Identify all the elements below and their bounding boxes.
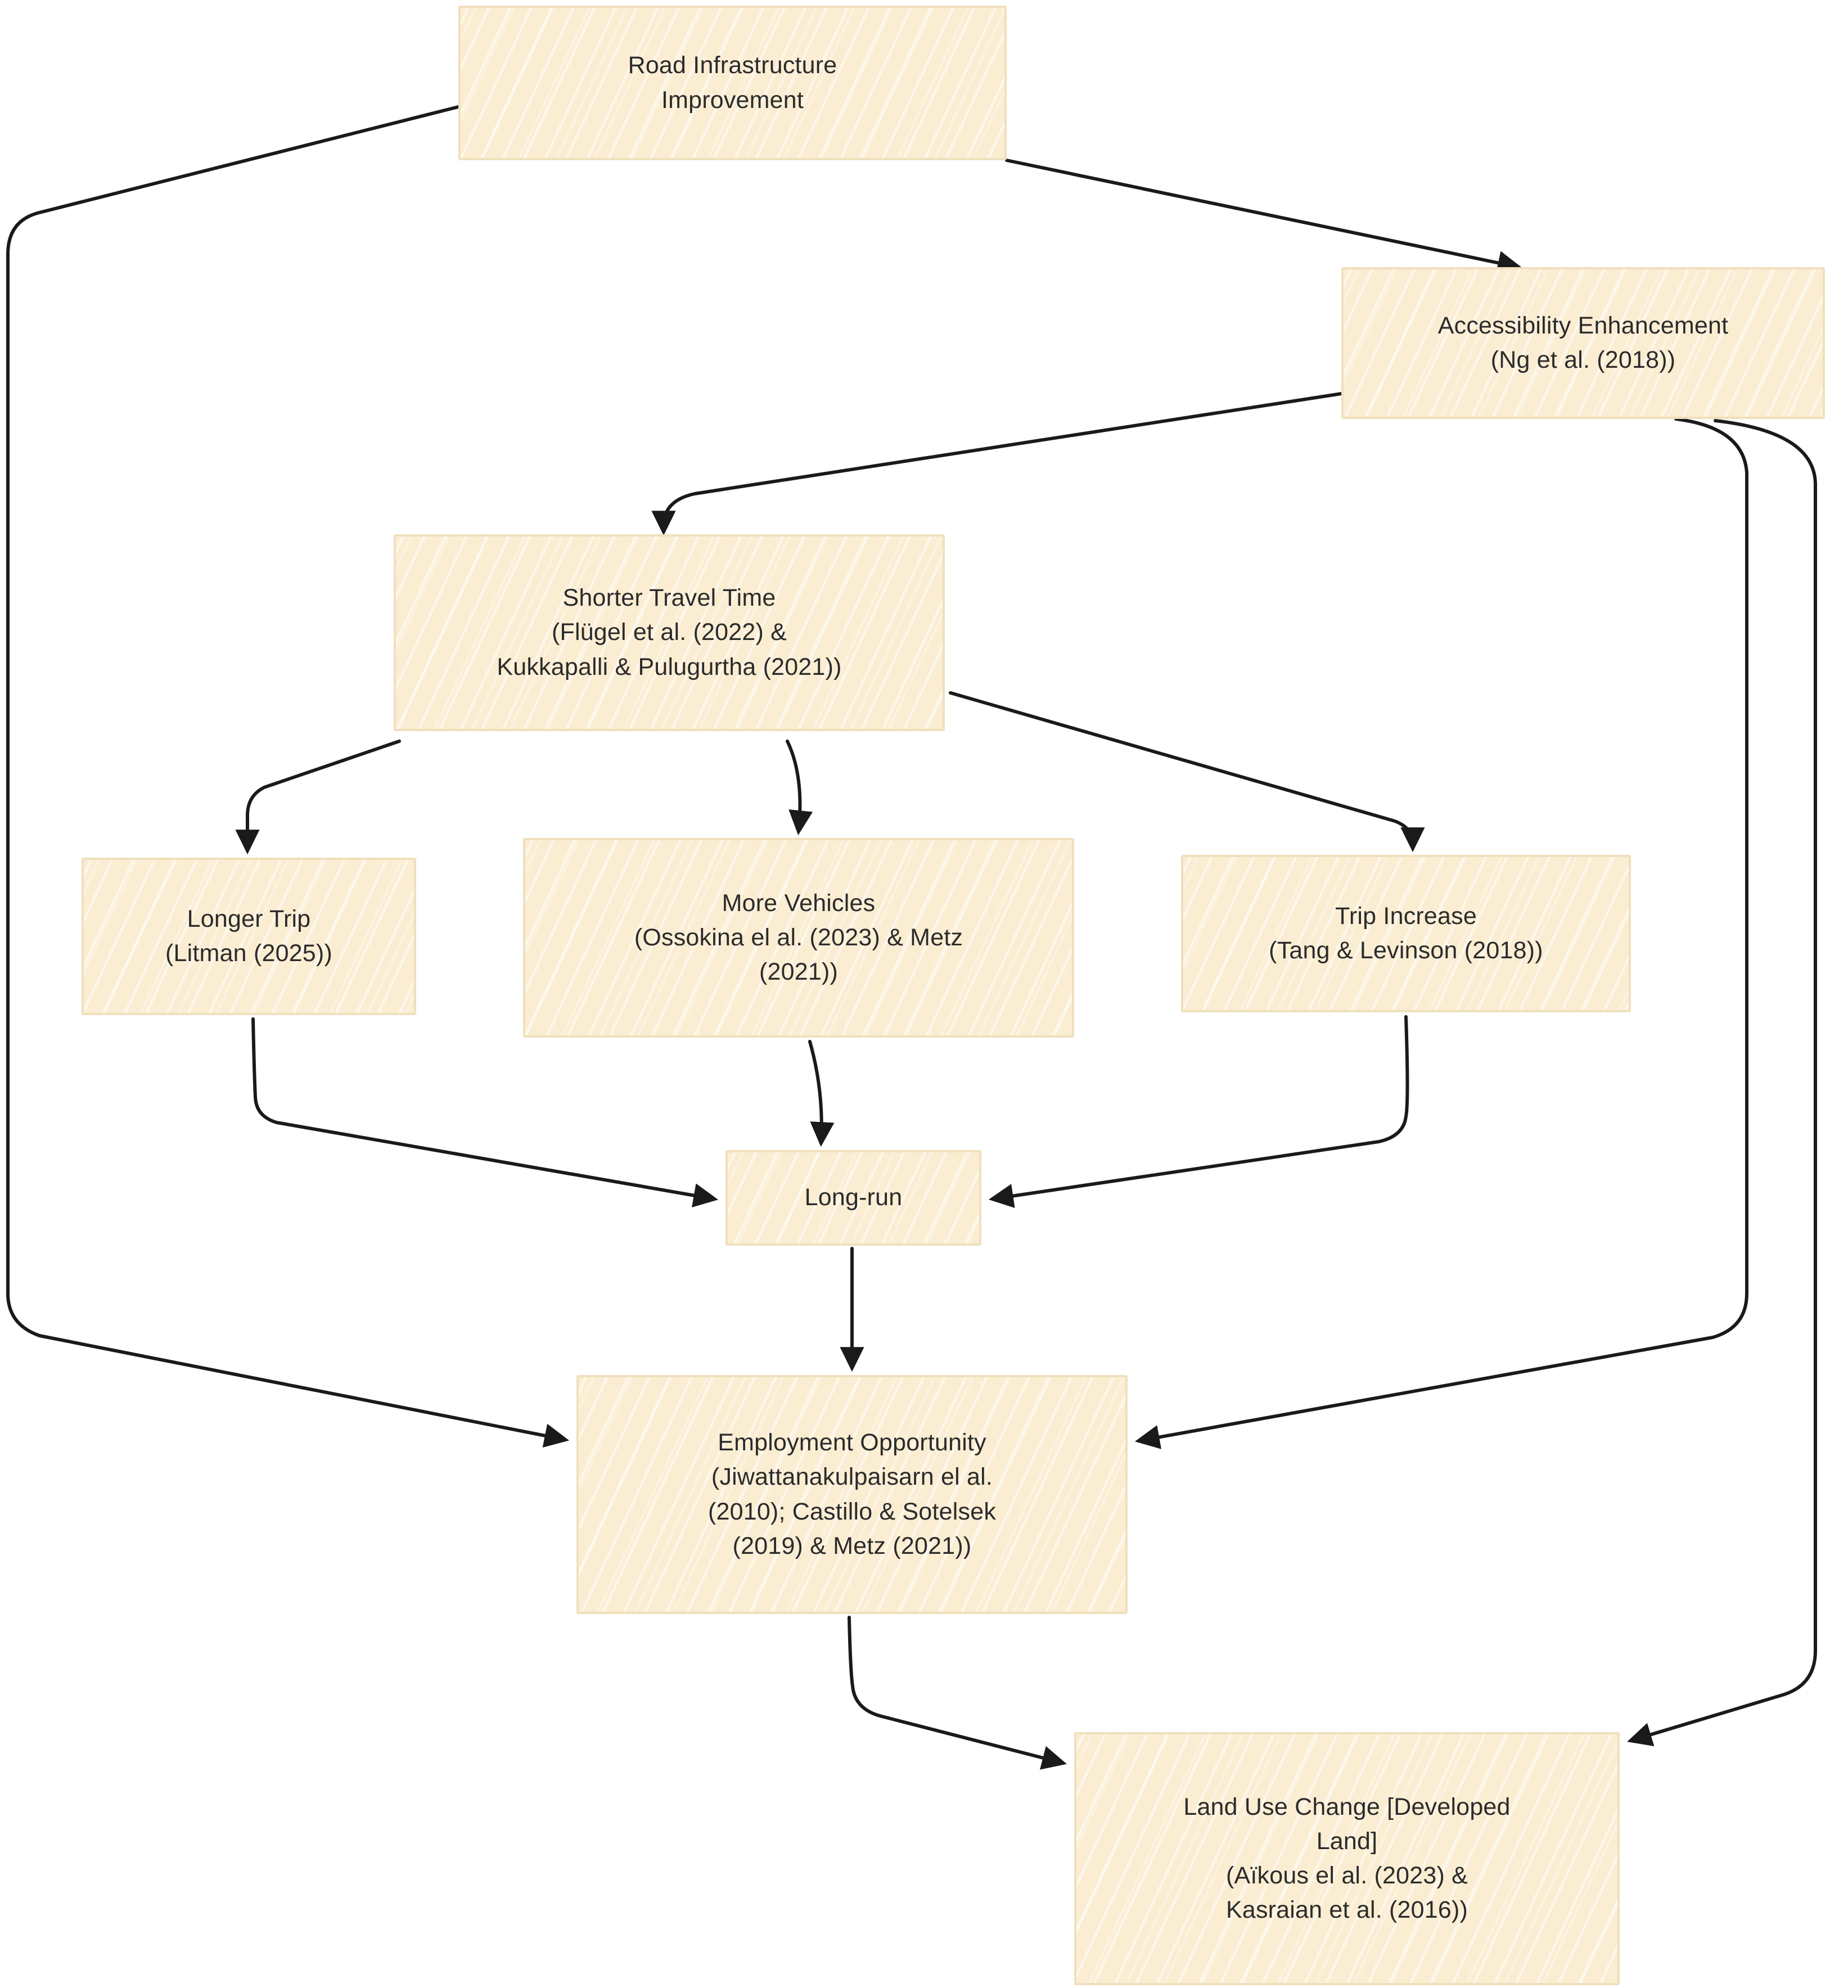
edge-accessibility-to-landuse: [1627, 419, 1817, 1747]
node-more-vehicles[interactable]: More Vehicles (Ossokina el al. (2023) & …: [523, 838, 1074, 1038]
edge-employment-to-landuse: [848, 1616, 1067, 1770]
edge-accessibility-to-shorter-travel: [651, 392, 1343, 536]
node-trip-increase[interactable]: Trip Increase (Tang & Levinson (2018)): [1181, 855, 1631, 1012]
edge-shorter-travel-to-more-vehicles: [786, 740, 813, 836]
node-label-employment-opportunity: Employment Opportunity (Jiwattanakulpais…: [707, 1429, 997, 1559]
edge-accessibility-to-employment: [1134, 417, 1748, 1449]
node-label-land-use-change: Land Use Change [Developed Land] (Aïkous…: [1183, 1793, 1511, 1924]
edge-road-to-employment: [6, 105, 570, 1448]
edge-longer-trip-to-long-run: [251, 1017, 719, 1207]
edge-more-vehicles-to-long-run: [808, 1040, 835, 1147]
edge-trip-increase-to-long-run: [988, 1015, 1409, 1208]
node-longer-trip[interactable]: Longer Trip (Litman (2025)): [82, 858, 416, 1015]
node-label-trip-increase: Trip Increase (Tang & Levinson (2018)): [1269, 902, 1543, 964]
node-road-infrastructure-improvement[interactable]: Road Infrastructure Improvement: [458, 6, 1007, 160]
node-label-more-vehicles: More Vehicles (Ossokina el al. (2023) & …: [634, 889, 963, 986]
node-label-road-infrastructure-improvement: Road Infrastructure Improvement: [628, 52, 837, 114]
node-label-longer-trip: Longer Trip (Litman (2025)): [165, 905, 332, 967]
node-label-accessibility-enhancement: Accessibility Enhancement (Ng et al. (20…: [1437, 312, 1729, 373]
node-long-run[interactable]: Long-run: [725, 1150, 981, 1246]
node-employment-opportunity[interactable]: Employment Opportunity (Jiwattanakulpais…: [576, 1375, 1128, 1614]
node-land-use-change[interactable]: Land Use Change [Developed Land] (Aïkous…: [1074, 1732, 1620, 1985]
node-accessibility-enhancement[interactable]: Accessibility Enhancement (Ng et al. (20…: [1341, 267, 1825, 419]
edge-shorter-travel-to-longer-trip: [235, 740, 401, 855]
edge-road-to-accessibility: [1005, 159, 1523, 275]
node-label-long-run: Long-run: [804, 1184, 903, 1211]
node-label-shorter-travel-time: Shorter Travel Time (Flügel et al. (2022…: [497, 584, 842, 680]
node-shorter-travel-time[interactable]: Shorter Travel Time (Flügel et al. (2022…: [394, 534, 945, 731]
edge-shorter-travel-to-trip-increase: [949, 691, 1425, 853]
